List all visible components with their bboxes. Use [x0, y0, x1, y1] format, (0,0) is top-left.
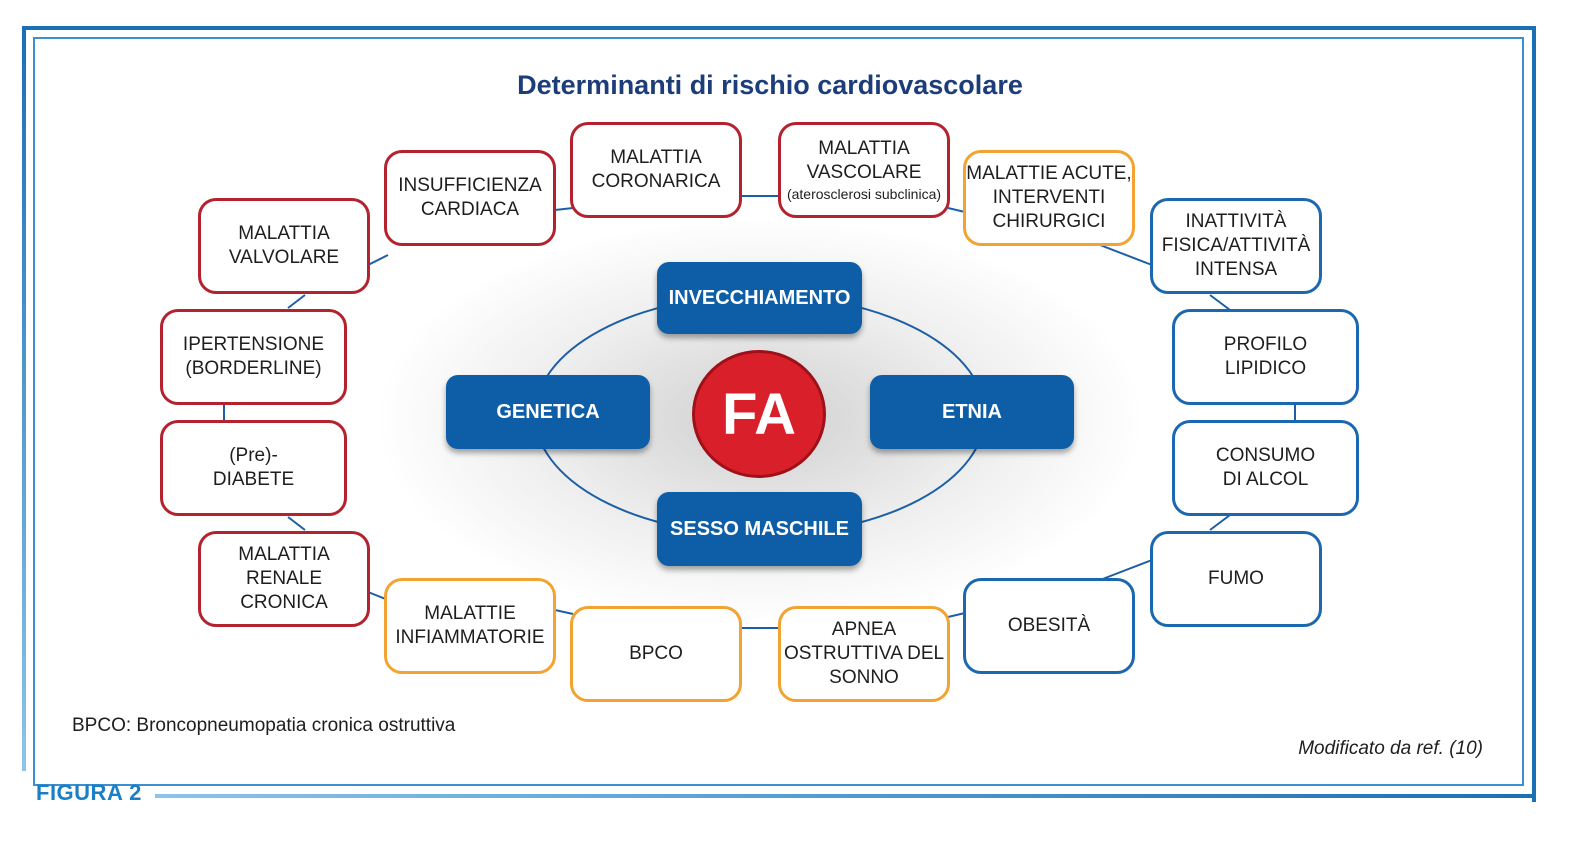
- factor-line: (Pre)-: [229, 445, 278, 466]
- diagram-title: Determinanti di rischio cardiovascolare: [517, 70, 1023, 100]
- source-credit: Modificato da ref. (10): [1298, 738, 1483, 759]
- factor-subline: (aterosclerosi subclinica): [786, 186, 942, 202]
- factor-line: CHIRURGICI: [992, 211, 1106, 232]
- factor-malattie-acute: MALATTIE ACUTE, INTERVENTI CHIRURGICI: [963, 150, 1135, 246]
- factor-malattia-vascolare: MALATTIA VASCOLARE (aterosclerosi subcli…: [778, 122, 950, 218]
- factor-insufficienza-cardiaca: INSUFFICIENZA CARDIACA: [384, 150, 556, 246]
- factor-line: MALATTIA: [610, 147, 702, 168]
- factor-malattia-coronarica: MALATTIA CORONARICA: [570, 122, 742, 218]
- factor-line: MALATTIE: [424, 603, 516, 624]
- factor-line: RENALE CRONICA: [240, 568, 328, 613]
- outer-frame-left: [22, 26, 26, 771]
- figure-label: FIGURA 2: [36, 780, 142, 805]
- factor-malattia-renale: MALATTIA RENALE CRONICA: [198, 531, 370, 627]
- footnote: BPCO: Broncopneumopatia cronica ostrutti…: [72, 715, 456, 736]
- core-sesso-maschile: SESSO MASCHILE: [657, 492, 862, 566]
- factor-line: CARDIACA: [420, 199, 520, 220]
- factor-line: MALATTIE ACUTE,: [966, 163, 1132, 184]
- factor-line: SONNO: [829, 667, 899, 688]
- factor-line: APNEA: [831, 619, 897, 640]
- factor-line: INTERVENTI: [992, 187, 1106, 208]
- factor-line: OBESITÀ: [1007, 615, 1091, 636]
- factor-line: INATTIVITÀ: [1185, 211, 1287, 232]
- factor-line: IPERTENSIONE: [182, 334, 325, 355]
- factor-line: FUMO: [1208, 568, 1264, 589]
- factor-line: BPCO: [629, 643, 683, 664]
- factor-line: MALATTIA: [238, 544, 330, 565]
- factor-fumo: FUMO: [1150, 531, 1322, 627]
- factor-consumo-alcol: CONSUMO DI ALCOL: [1172, 420, 1359, 516]
- factor-line: LIPIDICO: [1224, 358, 1307, 379]
- fa-circle: FA: [692, 350, 826, 478]
- core-invecchiamento: INVECCHIAMENTO: [657, 262, 862, 334]
- factor-inattivita: INATTIVITÀ FISICA/ATTIVITÀ INTENSA: [1150, 198, 1322, 294]
- factor-malattia-valvolare: MALATTIA VALVOLARE: [198, 198, 370, 294]
- factor-line: DIABETE: [212, 469, 295, 490]
- factor-line: DI ALCOL: [1222, 469, 1309, 490]
- factor-profilo-lipidico: PROFILO LIPIDICO: [1172, 309, 1359, 405]
- factor-bpco: BPCO: [570, 606, 742, 702]
- factor-line: PROFILO: [1223, 334, 1308, 355]
- factor-line: VASCOLARE: [806, 162, 922, 183]
- outer-frame-bottom: [155, 794, 1536, 798]
- outer-frame: [22, 26, 1536, 802]
- factor-ipertensione: IPERTENSIONE (BORDERLINE): [160, 309, 347, 405]
- factor-line: MALATTIA: [238, 223, 330, 244]
- factor-line: INFIAMMATORIE: [395, 627, 545, 648]
- factor-line: OSTRUTTIVA DEL: [783, 643, 945, 664]
- core-genetica: GENETICA: [446, 375, 650, 449]
- factor-obesita: OBESITÀ: [963, 578, 1135, 674]
- factor-line: CORONARICA: [591, 171, 721, 192]
- factor-diabete: (Pre)- DIABETE: [160, 420, 347, 516]
- factor-line: INSUFFICIENZA: [398, 175, 542, 196]
- factor-line: (BORDERLINE): [185, 358, 322, 379]
- factor-line: INTENSA: [1194, 259, 1278, 280]
- core-etnia: ETNIA: [870, 375, 1074, 449]
- factor-line: FISICA/ATTIVITÀ: [1161, 235, 1311, 256]
- factor-line: MALATTIA: [818, 138, 910, 159]
- factor-malattie-infiammatorie: MALATTIE INFIAMMATORIE: [384, 578, 556, 674]
- factor-line: CONSUMO: [1215, 445, 1316, 466]
- inner-frame: [33, 37, 1524, 786]
- factor-line: VALVOLARE: [228, 247, 340, 268]
- factor-apnea: APNEA OSTRUTTIVA DEL SONNO: [778, 606, 950, 702]
